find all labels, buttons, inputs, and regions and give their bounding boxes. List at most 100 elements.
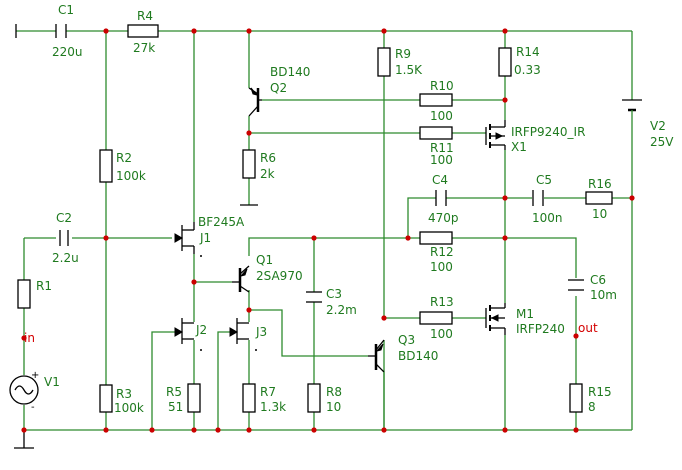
- mosfet-m1: M1 IRFP240: [485, 303, 565, 336]
- capacitor-c2: C2 2.2u: [52, 211, 79, 265]
- capacitor-c1: C1 220u: [15, 3, 83, 59]
- junction: [191, 279, 197, 285]
- q2-part: BD140: [270, 65, 310, 79]
- m1-part: IRFP240: [516, 322, 565, 336]
- resistor-r4: R4 27k: [127, 9, 159, 55]
- junction: [246, 28, 252, 34]
- junction: [502, 97, 508, 103]
- r13-value: 100: [430, 327, 453, 341]
- c6-value: 10m: [590, 288, 617, 302]
- r12-value: 100: [430, 260, 453, 274]
- r9-value: 1.5K: [395, 63, 423, 77]
- junction: [573, 427, 579, 433]
- jfet-j2: J2: [174, 318, 207, 351]
- r5-value: 51: [168, 400, 183, 414]
- junction: [629, 195, 635, 201]
- junction: [191, 427, 197, 433]
- transistor-q3: Q3 BD140: [368, 333, 438, 430]
- resistor-r3: R3 100k: [99, 384, 144, 415]
- resistor-r10: R10 100: [419, 79, 454, 123]
- junction: [246, 130, 252, 136]
- r4-ref: R4: [137, 9, 153, 23]
- resistor-r13: R13 100: [419, 295, 454, 341]
- q3-ref: Q3: [398, 333, 415, 347]
- junction: [103, 427, 109, 433]
- v1-ref: V1: [44, 375, 60, 389]
- junction: [149, 427, 155, 433]
- x1-part: IRFP9240_IR: [511, 125, 585, 139]
- j2-ref: J2: [195, 323, 207, 337]
- r3-value: 100k: [114, 401, 144, 415]
- resistor-r5: R5 51: [166, 383, 201, 414]
- net-label-out: out: [578, 321, 598, 335]
- junction: [311, 235, 317, 241]
- q1-ref: Q1: [256, 253, 273, 267]
- resistor-r6: R6 2k: [242, 149, 276, 181]
- ground-symbol-main: [14, 430, 34, 449]
- resistor-r7: R7 1.3k: [242, 383, 286, 414]
- r9-ref: R9: [395, 47, 411, 61]
- junction: [502, 195, 508, 201]
- c3-value: 2.2m: [326, 303, 357, 317]
- junction: [21, 335, 27, 341]
- junction: [246, 307, 252, 313]
- c4-value: 470p: [428, 211, 459, 225]
- c1-ref: C1: [58, 3, 74, 17]
- transistor-q2: BD140 Q2: [248, 65, 310, 117]
- junction: [502, 235, 508, 241]
- r16-value: 10: [592, 207, 607, 221]
- v1-minus: -: [31, 402, 35, 413]
- r16-ref: R16: [588, 177, 612, 191]
- m1-ref: M1: [516, 307, 534, 321]
- r11-ref: R11: [430, 141, 454, 155]
- c1-value: 220u: [52, 45, 83, 59]
- resistor-r11: R11 100: [419, 126, 454, 167]
- resistor-r12: R12 100: [419, 231, 454, 274]
- junction: [21, 427, 27, 433]
- mosfet-x1: IRFP9240_IR X1: [485, 120, 585, 154]
- junction: [311, 427, 317, 433]
- r15-ref: R15: [588, 385, 612, 399]
- r8-ref: R8: [326, 385, 342, 399]
- junction: [246, 427, 252, 433]
- r5-ref: R5: [166, 385, 182, 399]
- capacitor-c6: C6 10m: [568, 273, 617, 302]
- r13-ref: R13: [430, 295, 454, 309]
- v2-value: 25V: [650, 135, 674, 149]
- q2-ref: Q2: [270, 81, 287, 95]
- resistor-r8: R8 10: [307, 383, 342, 414]
- r6-value: 2k: [260, 167, 275, 181]
- r14-ref: R14: [516, 45, 540, 59]
- voltage-source-v2: V2 25V: [622, 99, 674, 149]
- resistor-r1: R1: [17, 279, 52, 309]
- v2-ref: V2: [650, 119, 666, 133]
- j3-ref: J3: [255, 325, 267, 339]
- junction: [103, 28, 109, 34]
- wires: [16, 30, 633, 431]
- junction: [405, 235, 411, 241]
- net-label-in: in: [24, 331, 35, 345]
- r10-ref: R10: [430, 79, 454, 93]
- junction: [502, 28, 508, 34]
- c4-ref: C4: [432, 173, 448, 187]
- resistor-r15: R15 8: [569, 383, 612, 414]
- r14-value: 0.33: [514, 63, 541, 77]
- capacitor-c4: C4 470p: [428, 173, 459, 225]
- c6-ref: C6: [590, 273, 606, 287]
- r15-value: 8: [588, 400, 596, 414]
- r4-value: 27k: [133, 41, 155, 55]
- resistor-r16: R16 10: [585, 177, 613, 221]
- r11-value: 100: [430, 153, 453, 167]
- junction: [502, 427, 508, 433]
- c2-ref: C2: [56, 211, 72, 225]
- capacitor-c5: C5 100n: [532, 173, 563, 225]
- x1-ref: X1: [511, 140, 527, 154]
- r12-ref: R12: [430, 245, 454, 259]
- jfet-j1: BF245A J1: [174, 215, 245, 257]
- junction: [215, 427, 221, 433]
- r10-value: 100: [430, 109, 453, 123]
- junction: [191, 28, 197, 34]
- v1-plus: +: [31, 370, 39, 381]
- q3-part: BD140: [398, 349, 438, 363]
